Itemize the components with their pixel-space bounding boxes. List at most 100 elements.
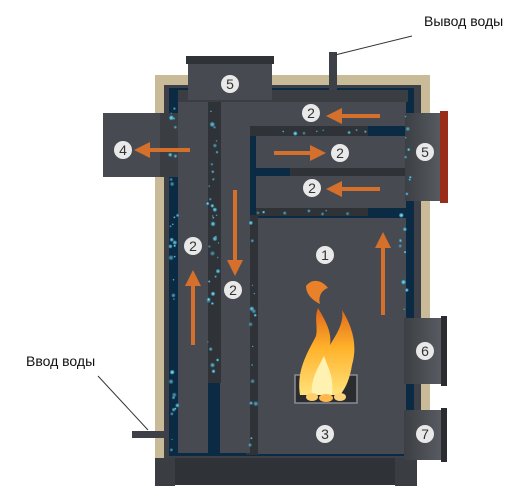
marker-5-top: 5 <box>221 75 239 93</box>
water-bubble <box>398 239 403 243</box>
flue-channel-lower <box>256 176 406 208</box>
smoke-outlet-shadow <box>160 113 178 177</box>
svg-text:2: 2 <box>336 145 344 161</box>
vertical-flue-down <box>220 98 250 453</box>
boiler-base <box>155 455 417 485</box>
water-bubble <box>364 130 367 134</box>
water-bubble <box>168 244 173 249</box>
svg-text:2: 2 <box>189 238 197 254</box>
baffle-1 <box>246 126 368 136</box>
water-bubble <box>170 181 175 187</box>
water-bubble <box>170 412 174 416</box>
water-bubble <box>173 255 176 258</box>
water-bubble <box>216 256 219 259</box>
inner-tube <box>205 98 221 383</box>
water-bubble <box>173 154 178 158</box>
water-bubble <box>210 221 216 227</box>
water-bubble <box>401 279 406 285</box>
water-bubbles <box>168 107 412 452</box>
water-bubble <box>210 362 215 368</box>
svg-text:5: 5 <box>421 144 429 160</box>
marker-2-top: 2 <box>302 104 320 122</box>
water-bubble <box>404 155 408 159</box>
marker-5-right: 5 <box>416 143 434 161</box>
marker-6: 6 <box>416 342 434 360</box>
water-bubble <box>174 407 177 410</box>
water-bubble <box>249 401 253 405</box>
water-bubble <box>211 215 214 217</box>
water-bubble <box>171 438 173 441</box>
water-bubble <box>256 211 260 215</box>
baffle-3 <box>256 208 368 216</box>
svg-text:7: 7 <box>421 426 429 442</box>
water-bubble <box>210 110 212 113</box>
water-bubble <box>169 369 175 375</box>
water-bubble <box>307 209 311 213</box>
water-bubble <box>405 288 409 292</box>
water-bubble <box>169 177 173 182</box>
water-bubble <box>251 364 254 366</box>
water-outlet-pipe <box>329 52 337 90</box>
baffle-2 <box>290 168 406 176</box>
water-bubble <box>408 175 412 179</box>
water-bubble <box>209 121 215 127</box>
water-bubble <box>404 115 407 118</box>
water-bubble <box>251 308 257 314</box>
marker-2-channel: 2 <box>224 281 242 299</box>
water-bubble <box>176 213 180 217</box>
water-inlet-pipe <box>132 431 168 438</box>
water-bubble <box>211 170 215 174</box>
water-bubble <box>282 130 285 133</box>
water-bubble <box>251 345 254 348</box>
water-bubble <box>398 244 403 248</box>
marker-1: 1 <box>316 246 334 264</box>
svg-text:2: 2 <box>307 105 315 121</box>
water-bubble <box>168 379 174 384</box>
water-bubble <box>253 401 259 407</box>
water-bubble <box>175 403 180 408</box>
water-bubble <box>173 125 177 129</box>
water-bubble <box>215 150 219 154</box>
water-bubble <box>168 255 174 261</box>
base-leg-left <box>155 458 175 486</box>
water-bubble <box>172 240 177 245</box>
water-bubble <box>262 210 265 214</box>
water-bubble <box>293 131 298 136</box>
ash-door-edge <box>441 408 447 462</box>
water-bubble <box>170 112 173 115</box>
chimney-lip <box>186 56 274 64</box>
water-bubble <box>211 302 214 305</box>
water-bubble <box>253 313 257 317</box>
water-bubble <box>212 143 217 148</box>
water-bubble <box>210 162 214 166</box>
cleaning-door-red <box>440 111 448 203</box>
svg-text:2: 2 <box>308 180 316 196</box>
water-bubble <box>208 197 212 201</box>
marker-2-lower: 2 <box>303 179 321 197</box>
water-bubble <box>251 284 254 287</box>
marker-2-left: 2 <box>184 237 202 255</box>
water-bubble <box>210 251 215 256</box>
water-bubble <box>212 177 215 181</box>
water-bubble <box>315 130 318 133</box>
water-bubble <box>211 369 216 374</box>
water-bubble <box>173 216 176 219</box>
water-bubble <box>355 128 358 132</box>
water-bubble <box>345 211 350 216</box>
water-bubble <box>320 212 325 216</box>
water-bubble <box>173 107 176 110</box>
label-water-in: Ввод воды <box>26 353 95 369</box>
water-bubble <box>325 209 328 212</box>
water-bubble <box>322 129 325 132</box>
water-bubble <box>172 298 175 301</box>
water-bubble <box>407 148 411 152</box>
water-bubble <box>206 202 210 206</box>
water-bubble <box>399 213 404 218</box>
water-bubble <box>215 139 218 142</box>
svg-text:5: 5 <box>226 76 234 92</box>
water-bubble <box>210 204 215 208</box>
water-bubble <box>403 308 406 311</box>
water-bubble <box>169 448 173 452</box>
water-bubble <box>168 152 173 157</box>
